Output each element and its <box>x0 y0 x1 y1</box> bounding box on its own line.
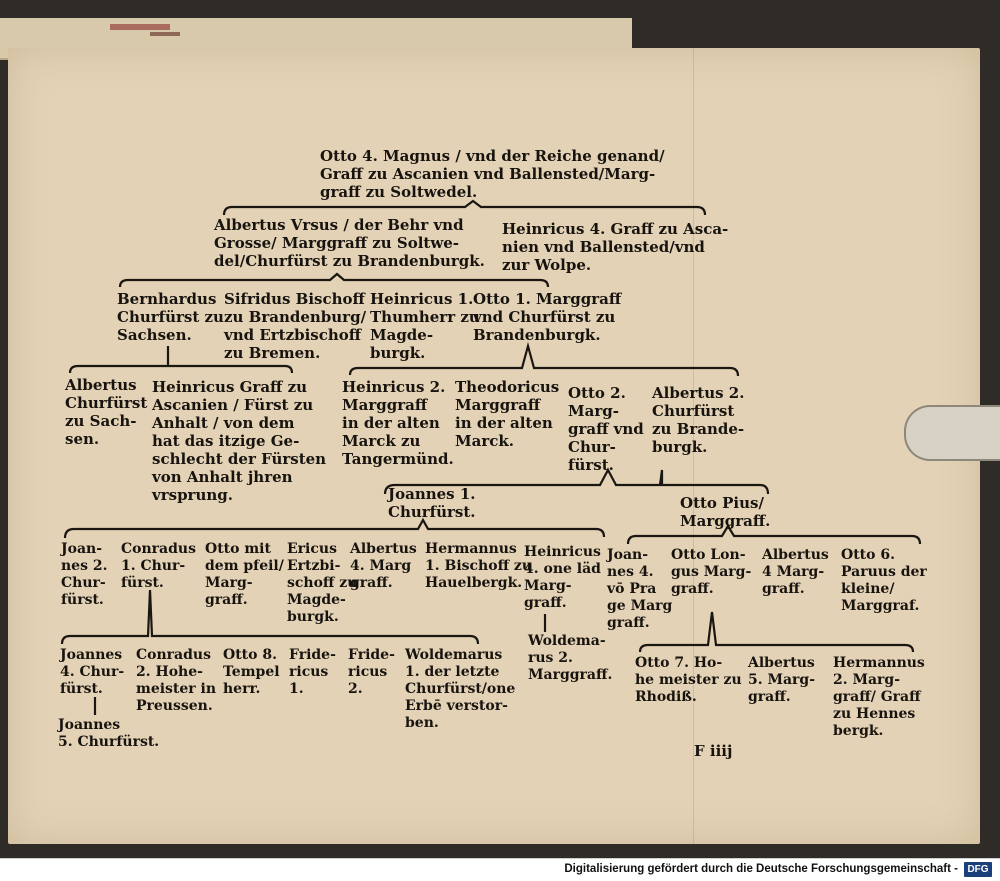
node-albertus-4-otto-pius-line: Albertus 4 Marg- graff. <box>762 547 829 597</box>
node-otto-2: Otto 2. Marg- graff vnd Chur- fürst. <box>568 384 644 474</box>
node-albertus-4-joannes-line: Albertus 4. Marg graff. <box>350 541 417 591</box>
node-albertus-2: Albertus 2. Churfürst zu Brande- burgk. <box>652 384 745 456</box>
red-rubric-fragment <box>110 24 170 30</box>
bracket-otto-pius <box>626 523 922 545</box>
bracket-conradus <box>60 589 480 645</box>
node-heinricus-4-ascanien: Heinricus 4. Graff zu Asca- nien vnd Bal… <box>502 220 729 274</box>
node-joannes-4-churfurst: Joannes 4. Chur- fürst. <box>60 647 125 697</box>
node-albertus-5: Albertus 5. Marg- graff. <box>748 655 816 705</box>
node-joannes-5: Joannes 5. Churfürst. <box>58 717 160 750</box>
node-hermannus-2: Hermannus 2. Marg- graff/ Graff zu Henne… <box>833 655 925 739</box>
node-fridericus-2: Fride- ricus 2. <box>348 647 395 697</box>
node-fridericus-1: Fride- ricus 1. <box>289 647 336 697</box>
genealogy-connector-lines <box>60 199 922 715</box>
node-bernhardus: Bernhardus Churfürst zu Sachsen. <box>117 290 224 344</box>
node-woldemarus-1: Woldemarus 1. der letzte Churfürst/one E… <box>405 647 516 731</box>
node-otto-longus: Otto Lon- gus Marg- graff. <box>671 547 752 597</box>
node-heinricus-2: Heinricus 2. Marggraff in der alten Marc… <box>342 378 454 468</box>
node-conradus-2: Conradus 2. Hohe- meister in Preussen. <box>136 647 217 714</box>
bracket-gen4 <box>383 467 770 495</box>
node-albertus-vrsus: Albertus Vrsus / der Behr vnd Grosse/ Ma… <box>214 216 485 270</box>
node-otto-4-magnus: Otto 4. Magnus / vnd der Reiche genand/ … <box>320 147 665 201</box>
page-tab-marker <box>904 405 1000 461</box>
footer-credit-text: Digitalisierung gefördert durch die Deut… <box>564 863 958 875</box>
red-rubric-fragment-2 <box>150 32 180 36</box>
node-hermannus-1: Hermannus 1. Bischoff zu Hauelbergk. <box>425 541 533 591</box>
node-otto-6-paruus: Otto 6. Paruus der kleine/ Marggraf. <box>841 547 927 614</box>
page-fold-line <box>693 48 694 844</box>
folded-page <box>8 48 980 844</box>
bracket-bernhardus <box>68 346 294 374</box>
node-joannes-4-von-prage: Joan- nes 4. vō Pra ge Marg graff. <box>607 547 673 631</box>
bracket-albertus-vrsus <box>118 272 550 288</box>
bracket-otto-longus <box>638 611 915 653</box>
node-otto-8: Otto 8. Tempel herr. <box>223 647 280 697</box>
node-theodoricus: Theodoricus Marggraff in der alten Marck… <box>455 378 560 450</box>
bracket-joannes1 <box>63 517 606 539</box>
node-otto-pius: Otto Pius/ Marggraff. <box>680 494 771 530</box>
node-joannes-2: Joan- nes 2. Chur- fürst. <box>61 541 108 608</box>
node-heinricus-anhalt: Heinricus Graff zu Ascanien / Fürst zu A… <box>152 378 327 504</box>
signature-mark: F iiij <box>694 742 733 760</box>
node-heinricus-4-one-land: Heinricus 4. one läd Marg- graff. <box>524 544 601 611</box>
node-albertus-sachsen: Albertus Churfürst zu Sach- sen. <box>65 376 148 448</box>
node-conradus-1: Conradus 1. Chur- fürst. <box>121 541 196 591</box>
node-otto-7: Otto 7. Ho- he meister zu Rhodiß. <box>635 655 742 705</box>
dfg-logo-icon: DFG <box>964 862 992 877</box>
bracket-root <box>222 199 707 216</box>
node-otto-1-marggraff: Otto 1. Marggraff vnd Churfürst zu Brand… <box>473 290 622 344</box>
node-ericus: Ericus Ertzbi- schoff zu Magde- burgk. <box>287 541 358 625</box>
node-otto-mit-dem-pfeil: Otto mit dem pfeil/ Marg- graff. <box>205 541 284 608</box>
footer-bar: Digitalisierung gefördert durch die Deut… <box>0 858 1000 881</box>
node-joannes-1: Joannes 1. Churfürst. <box>388 485 476 521</box>
node-woldemarus-2: Woldema- rus 2. Marggraff. <box>528 633 613 683</box>
node-heinricus-1-thumherr: Heinricus 1. Thumherr zu Magde- burgk. <box>370 290 480 362</box>
node-sifridus: Sifridus Bischoff zu Brandenburg/ vnd Er… <box>224 290 367 362</box>
bracket-otto1 <box>348 341 740 377</box>
